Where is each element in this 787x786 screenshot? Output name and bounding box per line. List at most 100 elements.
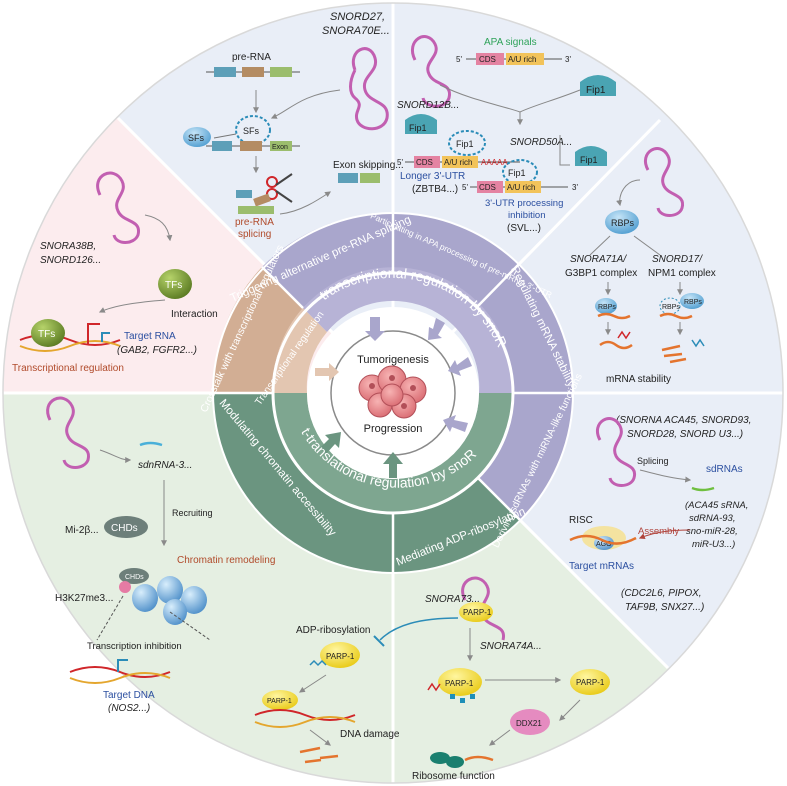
mrna-stability-label: mRNA stability [606, 374, 671, 385]
apa-five-prime-2: 5' [397, 158, 403, 167]
chds-label: CHDs [111, 523, 138, 534]
parp1-label-2: PARP-1 [326, 652, 355, 661]
h3k27-label: H3K27me3... [55, 593, 113, 604]
sd-list-1: (ACA45 sRNA, [685, 500, 748, 511]
snorna-icon-apa [411, 35, 451, 108]
snorna-list-1: (SNORNA ACA45, SNORD93, [616, 415, 751, 426]
sector-ring [212, 212, 574, 574]
rbps-label-4: RBPs [684, 299, 702, 306]
pre-rna-label: pre-RNA [232, 52, 271, 63]
cds-label-3: CDS [479, 183, 496, 192]
snora38b-label: SNORA38B, [40, 241, 96, 252]
green-arrow-up [383, 452, 403, 478]
tan-arrow [315, 363, 339, 381]
longer-utr-label: Longer 3'-UTR [400, 171, 465, 182]
ribosome-label: Ribosome function [412, 771, 495, 782]
chds-icon [104, 516, 148, 538]
polya-label: AAAAA [481, 158, 508, 167]
mi2b-label: Mi-2β... [65, 525, 99, 536]
core-progression: Progression [364, 423, 423, 435]
core-tumorigenesis: Tumorigenesis [357, 354, 429, 366]
target-dna-label: Target DNA [103, 690, 155, 701]
g3bp1-label: G3BP1 complex [565, 268, 637, 279]
au-rich-label-2: A/U rich [444, 158, 472, 167]
sdnrna3-label: sdnRNA-3... [138, 460, 192, 471]
npm1-label: NPM1 complex [648, 268, 716, 279]
splicing-label: Splicing [637, 456, 669, 466]
apa-five-prime-3: 5' [462, 183, 468, 192]
sd-list-2: sdRNA-93, [689, 513, 735, 524]
splicing-snord2: SNORA70E... [322, 25, 390, 37]
snorna-icon-crosstalk [96, 171, 140, 244]
sd-list-3: sno-miR-28, [686, 526, 738, 537]
panel-apa: APA signals 5' CDS A/U rich 3' Fip1 SNOR… [397, 35, 616, 234]
apa-five-prime: 5' [456, 55, 462, 64]
panel-adp: PARP-1 SNORA73... SNORA74A... ADP-ribosy… [254, 576, 610, 782]
panel-stability: RBPs SNORA71A/ G3BP1 complex SNORD17/ NP… [565, 147, 716, 385]
apa-three-prime-2: 3' [572, 183, 578, 192]
cds-label: CDS [479, 55, 496, 64]
exon-2 [242, 67, 264, 77]
tumor-cells-icon [358, 365, 427, 419]
parp1-label: PARP-1 [463, 608, 492, 617]
dna-damage-label: DNA damage [340, 729, 400, 740]
snord12b-label: SNORD12B... [397, 100, 459, 111]
panel-crosstalk: SNORA38B, SNORD126... TFs Interaction TF… [12, 171, 218, 374]
chds-label-2: CHDs [125, 574, 144, 581]
rbps-label: RBPs [611, 218, 635, 228]
sfs-dashed-icon [235, 115, 271, 145]
au-rich-box [506, 53, 544, 65]
nos2-label: (NOS2...) [108, 703, 150, 714]
au-rich-label: A/U rich [508, 55, 536, 64]
core-arrows [365, 317, 472, 432]
panel-sdrna: (SNORNA ACA45, SNORD93, SNORD28, SNORD U… [569, 415, 751, 613]
exon-3 [270, 67, 292, 77]
snord50a-label: SNORD50A... [510, 137, 572, 148]
parp1-label-3: PARP-1 [267, 698, 292, 705]
snord17-label: SNORD17/ [652, 254, 703, 265]
targets-2: TAF9B, SNX27...) [625, 602, 704, 613]
sfs-label-2: SFs [243, 126, 260, 136]
chromatin-remodeling-label: Chromatin remodeling [177, 555, 275, 566]
snora73-label: SNORA73... [425, 594, 480, 605]
snora74a-label: SNORA74A... [480, 641, 542, 652]
nucleosome-icon [132, 576, 207, 625]
fip1-label: Fip1 [586, 85, 606, 96]
fip1-label-4: Fip1 [580, 155, 598, 165]
ddx21-icon [510, 709, 550, 735]
fip1-label-3: Fip1 [456, 139, 474, 149]
apa-signals-label: APA signals [484, 37, 537, 48]
pre-rna-splicing-2: splicing [238, 229, 271, 240]
sd-list-4: miR-U3...) [692, 539, 735, 550]
fip1-protein-icon [580, 75, 616, 96]
snord126-label: SNORD126... [40, 255, 101, 266]
ddx21-label: DDX21 [516, 719, 542, 728]
assembly-label: Assembly [638, 526, 679, 537]
snorna-list-2: SNORD28, SNORD U3...) [627, 429, 743, 440]
exon-1 [214, 67, 236, 77]
sfs-protein-icon [183, 127, 211, 147]
rbps-icon [605, 210, 639, 234]
target-rna-label: Target RNA [124, 331, 176, 342]
snorna-icon [349, 47, 389, 131]
fip1-bound-icon [405, 114, 437, 134]
parp1-label-4: PARP-1 [445, 679, 474, 688]
splicing-snord: SNORD27, [330, 11, 385, 23]
parp1-label-5: PARP-1 [576, 678, 605, 687]
sfs-label: SFs [188, 133, 205, 143]
rbps-label-3: RBPs [662, 304, 680, 311]
adp-ribosylation-label: ADP-ribosylation [296, 625, 370, 636]
transcription-inhibition-label: Transcription inhibition [87, 641, 182, 652]
transcriptional-regulation-label: Transcriptional regulation [12, 363, 124, 374]
snorna-icon-chromatin [46, 396, 90, 469]
inhibition-label-2: inhibition [508, 210, 546, 221]
ago-label: AGO [596, 541, 612, 548]
snora71a-label: SNORA71A/ [570, 254, 627, 265]
exon-label: Exon [272, 144, 288, 151]
rbps-label-2: RBPs [598, 304, 616, 311]
zbtb4-label: (ZBTB4...) [412, 184, 458, 195]
green-arrow-diag [320, 432, 341, 454]
fip1-label-2: Fip1 [409, 123, 427, 133]
